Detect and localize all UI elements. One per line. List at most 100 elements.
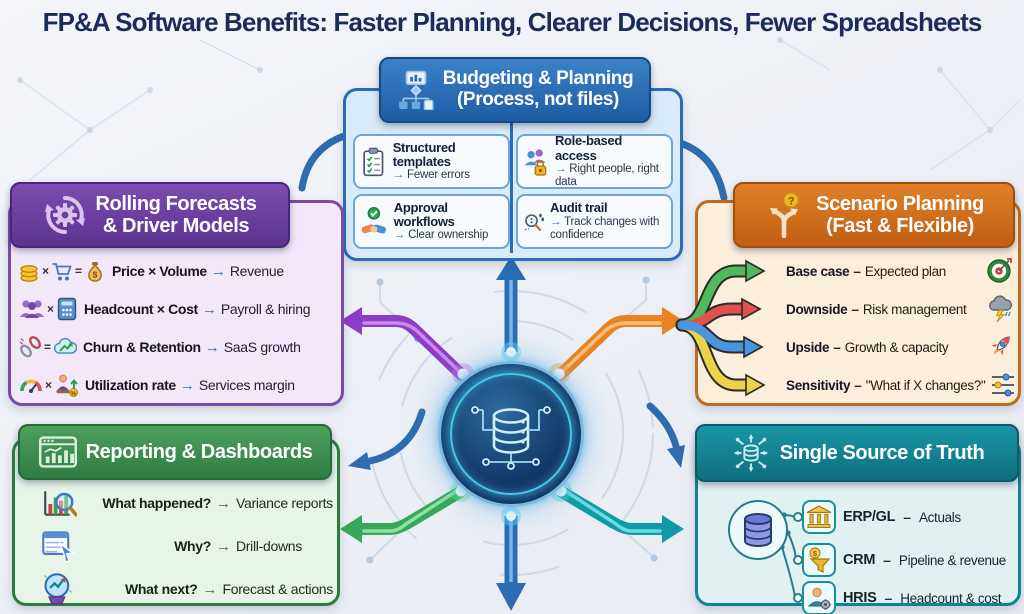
driver-label: Headcount × Cost (84, 301, 198, 317)
reporting-row-why: Why? → Drill-downs (15, 528, 333, 564)
reporting-answer: Variance reports (236, 495, 333, 511)
result-arrow: → (179, 376, 195, 394)
rolling-forecasts-header: Rolling Forecasts & Driver Models (10, 182, 290, 248)
reporting-answer: Drill-downs (236, 538, 302, 554)
answer-arrow: → (216, 494, 231, 512)
card-benefit: Clear ownership (408, 229, 489, 242)
result-arrow: → (201, 300, 217, 318)
reporting-dashboards-header: Reporting & Dashboards (18, 424, 332, 480)
ssot-row-crm: $ CRM – Pipeline & revenue (802, 543, 1006, 577)
cart-icon (52, 263, 72, 281)
chain-icon (19, 336, 41, 358)
swoosh-hub-to-reporting (366, 408, 426, 465)
dash-separator: – (853, 263, 861, 279)
gauge-icon (20, 379, 42, 393)
scenario-label: Sensitivity (786, 377, 851, 393)
consultant-icon: % (56, 374, 79, 397)
scenario-desc: "What if X changes?" (865, 377, 986, 393)
scenario-row-base-case: Base case – Expected plan (786, 259, 946, 283)
up-arrow (496, 256, 526, 352)
calculator-icon (57, 297, 77, 321)
database-network-icon (471, 406, 551, 470)
driver-outcome: SaaS growth (223, 339, 301, 355)
budgeting-title-line1: Budgeting & Planning (442, 68, 634, 90)
question-glyph: ? (788, 196, 795, 208)
users-lock-icon (524, 148, 547, 176)
branching-question-icon: ? (770, 192, 800, 238)
sliders-icon (992, 373, 1014, 397)
scenario-branch-arrows (675, 259, 766, 397)
system-label: CRM (843, 552, 876, 568)
answer-arrow: → (216, 537, 231, 555)
rocket-icon (991, 336, 1010, 356)
orange-arrow-scenario (554, 307, 684, 381)
ssot-database-hub (728, 500, 788, 560)
card-title: Audit trail (550, 200, 608, 216)
scenario-row-sensitivity: Sensitivity – "What if X changes?" (786, 373, 986, 397)
single-source-of-truth-header: Single Source of Truth (695, 424, 1019, 482)
scenario-planning-header: ? Scenario Planning (Fast & Flexible) (733, 182, 1015, 248)
card-benefit: Fewer errors (407, 169, 470, 182)
reporting-answer: Forecast & actions (222, 581, 333, 597)
teal-arrow-ssot (556, 486, 684, 543)
dash-separator: – (883, 552, 891, 568)
system-feeds: Pipeline & revenue (898, 552, 1006, 568)
budgeting-card-audit-trail: Audit trail → Track changes with confide… (516, 194, 673, 249)
rolling-title-line1: Rolling Forecasts (95, 193, 257, 215)
result-arrow: → (210, 262, 226, 280)
central-data-hub (438, 361, 584, 507)
flowchart-icon (398, 70, 434, 110)
reporting-title: Reporting & Dashboards (85, 441, 313, 463)
driver-row-churn-retention: = Churn & Retention → SaaS growth (19, 332, 301, 362)
card-title: Approval workflows (393, 199, 455, 230)
budgeting-card-structured-templates: Structured templates → Fewer errors (353, 134, 510, 189)
green-arrow-reporting (340, 486, 466, 543)
cycle-gear-icon (45, 196, 86, 234)
dash-separator: – (884, 590, 893, 606)
dashboard-icon (38, 436, 77, 468)
answer-arrow: → (202, 580, 218, 598)
times-operator: × (42, 264, 50, 278)
cloud-growth-icon (53, 337, 78, 354)
ssot-row-hris: HRIS – Headcount & cost (802, 581, 1002, 614)
reporting-question: What next? (125, 581, 198, 597)
percent-glyph: % (71, 390, 77, 397)
scenario-row-downside: Downside – Risk management (786, 297, 967, 321)
equals-operator: = (44, 340, 52, 354)
spreadsheet-cursor-icon (42, 531, 75, 563)
ssot-row-erp: ERP/GL – Actuals (802, 500, 961, 534)
scenario-label: Base case (786, 263, 850, 279)
card-benefit: Track changes with confidence (550, 215, 660, 241)
dash-separator: – (851, 301, 859, 317)
clipboard-checklist-icon (363, 147, 384, 176)
funnel-dollar-icon: $ (809, 547, 831, 573)
ssot-title: Single Source of Truth (779, 442, 985, 464)
scenario-label: Upside (786, 339, 830, 355)
driver-row-utilization: × % Utilization rate → Services margin (19, 370, 295, 400)
swoosh-hub-to-ssot (646, 402, 680, 450)
system-feeds: Headcount & cost (900, 590, 1002, 606)
benefit-arrow: → (393, 229, 406, 242)
rolling-title-line2: & Driver Models (102, 215, 250, 237)
crm-icon-box: $ (802, 543, 836, 577)
reporting-question: What happened? (102, 495, 211, 511)
system-label: ERP/GL (843, 509, 896, 525)
scenario-label: Downside (786, 301, 848, 317)
money-bag-icon: $ (88, 262, 102, 282)
purple-arrow-rolling (340, 307, 468, 381)
audit-magnifier-icon (524, 213, 544, 231)
card-benefit: Right people, right data (554, 162, 659, 188)
benefit-arrow: → (550, 215, 562, 228)
card-title: Structured templates (392, 139, 456, 170)
crystal-ball-icon (43, 573, 73, 605)
scenario-desc: Risk management (862, 301, 967, 317)
hris-icon-box (802, 581, 836, 614)
driver-label: Price × Volume (112, 263, 207, 279)
reporting-question: Why? (174, 538, 211, 554)
bar-chart-magnifier-icon (44, 491, 77, 517)
dollar-glyph: $ (93, 270, 98, 280)
benefit-arrow: → (392, 169, 405, 182)
budgeting-card-approval-workflows: Approval workflows → Clear ownership (353, 194, 510, 249)
erp-icon-box (802, 500, 836, 534)
